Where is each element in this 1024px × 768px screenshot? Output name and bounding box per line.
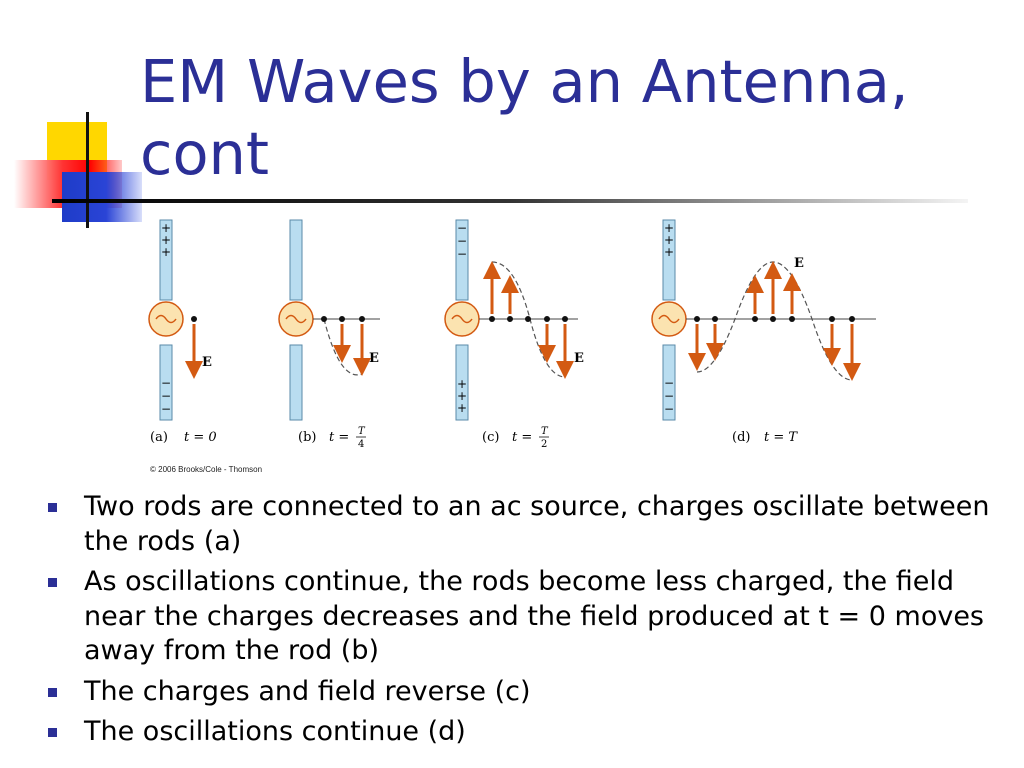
antenna-figure: + + + − − − E (a) t = 0 E (b) t = T 4: [148, 219, 876, 474]
slide-title: EM Waves by an Antenna, cont: [140, 46, 1000, 190]
panel-a-bottom-charge-3: −: [161, 402, 171, 416]
panel-c-top-charge-1: −: [457, 221, 467, 235]
bullet-item: As oscillations continue, the rods becom…: [48, 565, 1008, 669]
panel-a-caption-label: (a): [150, 430, 168, 445]
bullet-text: The charges and field reverse (c): [84, 675, 531, 707]
panel-c-bottom-charge-3: +: [457, 401, 467, 415]
slide-title-line1: EM Waves by an Antenna,: [140, 47, 909, 116]
bullet-list: Two rods are connected to an ac source, …: [48, 490, 1008, 756]
title-underline: [52, 199, 968, 203]
panel-d-top-charge-1: +: [664, 221, 674, 235]
panel-b: E (b) t = T 4: [278, 219, 380, 450]
panel-d-bottom-charge-1: −: [664, 376, 674, 390]
panel-b-caption-label: (b): [298, 430, 316, 445]
bullet-square-icon: [48, 728, 57, 737]
panel-c-time-prefix: t =: [512, 430, 532, 445]
panel-b-time-den: 4: [358, 439, 364, 450]
figure-copyright: © 2006 Brooks/Cole - Thomson: [150, 465, 262, 474]
bullet-square-icon: [48, 687, 57, 697]
panel-d-time: t = T: [764, 430, 798, 445]
panel-d-bottom-charge-2: −: [664, 389, 674, 403]
panel-d-caption-label: (d): [732, 430, 750, 445]
panel-c: − − − + + + E (c) t = T 2: [444, 219, 584, 450]
panel-c-top-charge-2: −: [457, 234, 467, 248]
panel-a-field-label: E: [202, 355, 212, 370]
decor-vertical-line: [86, 112, 89, 228]
panel-b-field-label: E: [369, 351, 379, 366]
panel-d-top-charge-2: +: [664, 233, 674, 247]
bullet-square-icon: [48, 503, 57, 512]
panel-c-time-num: T: [541, 426, 549, 437]
panel-c-caption-label: (c): [482, 430, 499, 445]
panel-a-bottom-charge-2: −: [161, 389, 171, 403]
panel-d: + + + − − − E (d) t = T: [651, 219, 876, 445]
panel-a: + + + − − − E (a) t = 0: [148, 219, 217, 445]
panel-c-top-charge-3: −: [457, 247, 467, 261]
bullet-square-icon: [48, 578, 57, 587]
panel-a-top-charge-2: +: [161, 233, 171, 247]
panel-a-bottom-charge-1: −: [161, 376, 171, 390]
bullet-item: Two rods are connected to an ac source, …: [48, 490, 1008, 559]
panel-d-bottom-charge-3: −: [664, 402, 674, 416]
panel-d-top-charge-3: +: [664, 245, 674, 259]
bullet-text: As oscillations continue, the rods becom…: [84, 566, 984, 666]
panel-c-bottom-charge-2: +: [457, 389, 467, 403]
bullet-text: The oscillations continue (d): [84, 716, 466, 747]
panel-c-bottom-charge-1: +: [457, 377, 467, 391]
panel-a-top-charge-1: +: [161, 221, 171, 235]
slide-title-line2: cont: [140, 119, 270, 188]
panel-b-time-prefix: t =: [329, 430, 349, 445]
bullet-text: Two rods are connected to an ac source, …: [84, 491, 990, 557]
panel-c-time-den: 2: [541, 439, 547, 450]
panel-a-time: t = 0: [184, 430, 217, 445]
panel-b-time-num: T: [358, 426, 366, 437]
bullet-item: The charges and field reverse (c): [48, 675, 1008, 710]
panel-c-field-label: E: [574, 351, 584, 366]
panel-d-field-label: E: [794, 256, 804, 271]
panel-a-top-charge-3: +: [161, 245, 171, 259]
bullet-item: The oscillations continue (d): [48, 715, 1008, 750]
decor-blue-square: [62, 172, 142, 222]
